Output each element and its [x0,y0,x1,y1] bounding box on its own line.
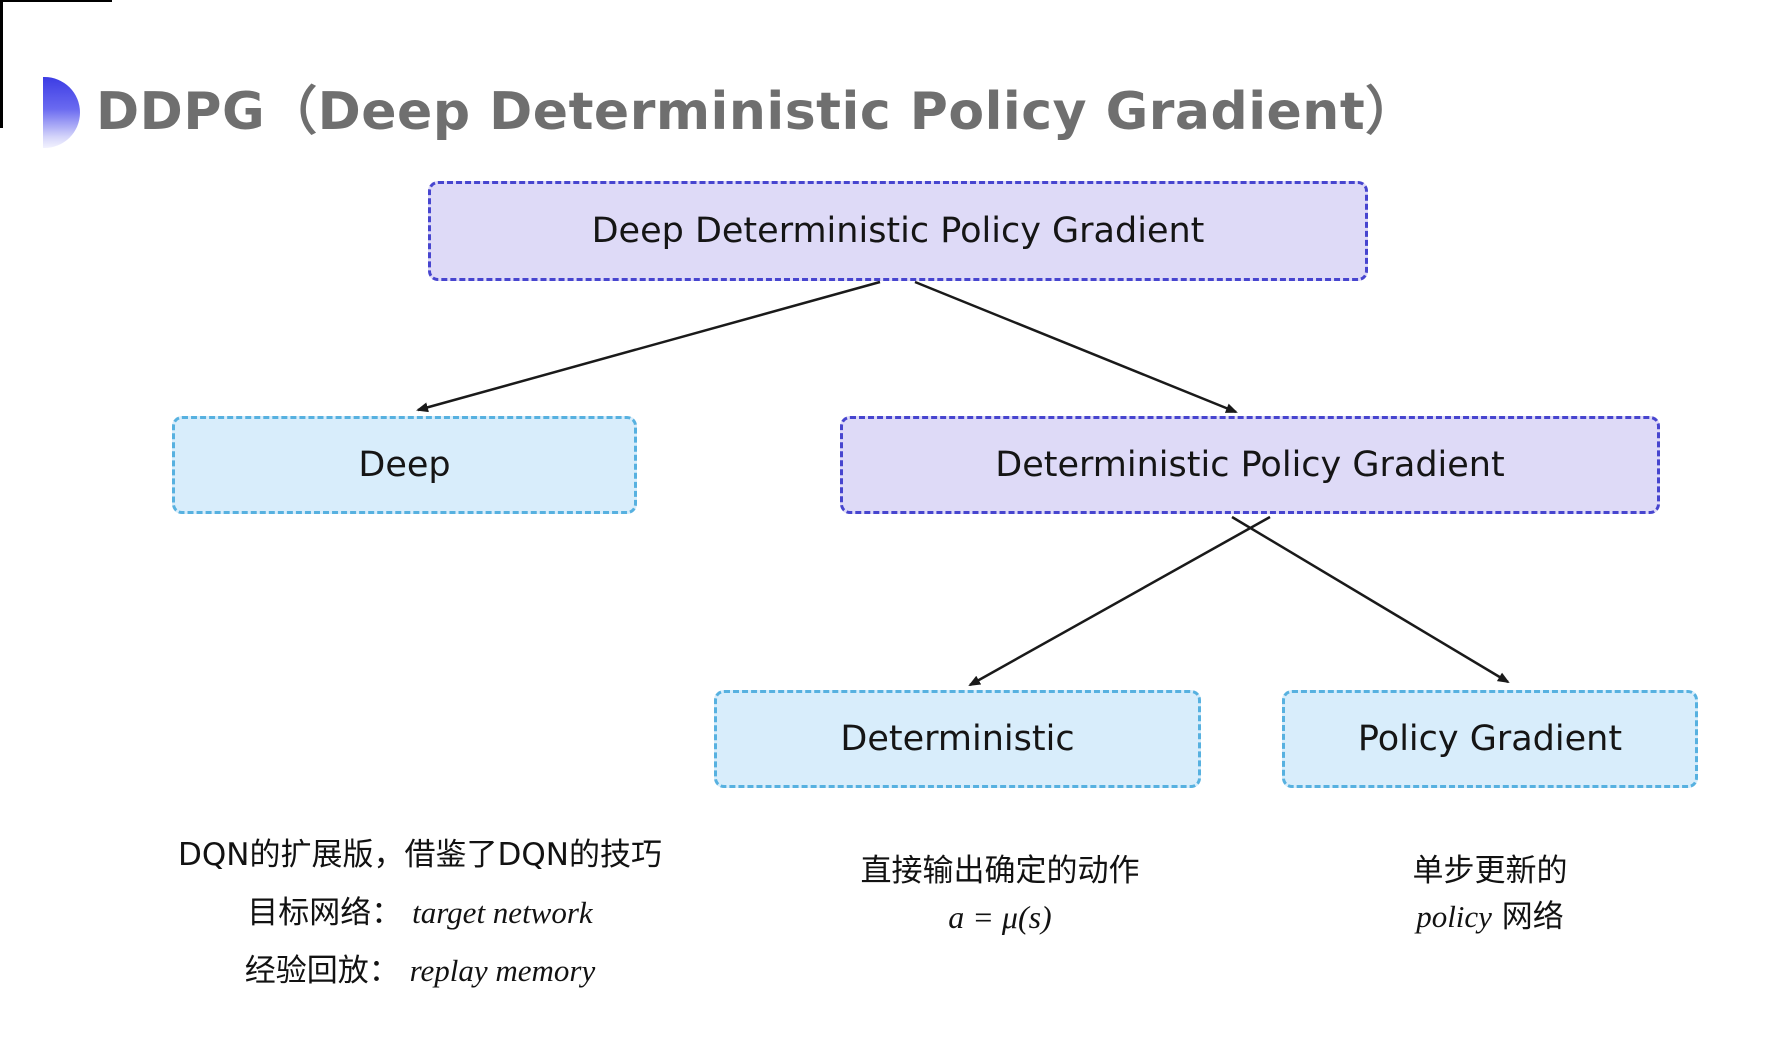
node-label: Deep Deterministic Policy Gradient [591,211,1205,251]
frame-artifact-top [0,0,112,2]
arrow-dpg-to-deterministic [968,515,1271,687]
page-title: DDPG（Deep Deterministic Policy Gradient） [96,82,1418,142]
node-label: Policy Gradient [1357,719,1623,759]
annotation-formula: a = μ(s) [948,899,1052,935]
node-label: Deep [358,445,451,485]
annotation-term: target network [412,895,593,930]
annotation-term: replay memory [409,953,596,988]
node-deterministic: Deterministic [714,690,1201,788]
arrow-dpg-to-policy-gradient [1231,515,1510,684]
node-deterministic-policy-gradient: Deterministic Policy Gradient [840,416,1660,514]
annotation-line: 直接输出确定的动作 [860,853,1140,889]
arrow-root-to-dpg [914,280,1238,414]
node-policy-gradient: Policy Gradient [1282,690,1698,788]
title-bullet-icon [43,77,80,148]
node-label: Deterministic [840,719,1075,759]
annotation-line: 经验回放： replay memory [120,942,720,1000]
node-deep: Deep [172,416,637,514]
arrow-root-to-deep [416,280,881,413]
annotation-line: DQN的扩展版，借鉴了DQN的技巧 [178,837,662,873]
annotation-label: 经验回放： [244,953,400,989]
annotation-policy-gradient: 单步更新的 policy 网络 [1290,848,1690,940]
annotation-deep: DQN的扩展版，借鉴了DQN的技巧 目标网络： target network 经… [120,826,720,1000]
annotation-deterministic: 直接输出确定的动作 a = μ(s) [760,848,1240,940]
node-label: Deterministic Policy Gradient [995,445,1505,485]
annotation-term: policy [1416,899,1492,934]
annotation-line: 目标网络： target network [120,884,720,942]
node-deep-deterministic-policy-gradient: Deep Deterministic Policy Gradient [428,181,1368,281]
annotation-label: 目标网络： [247,895,403,931]
annotation-line: policy 网络 [1290,894,1690,940]
annotation-line: 单步更新的 [1412,853,1568,889]
annotation-label: 网络 [1501,899,1564,935]
frame-artifact-left [0,0,3,128]
